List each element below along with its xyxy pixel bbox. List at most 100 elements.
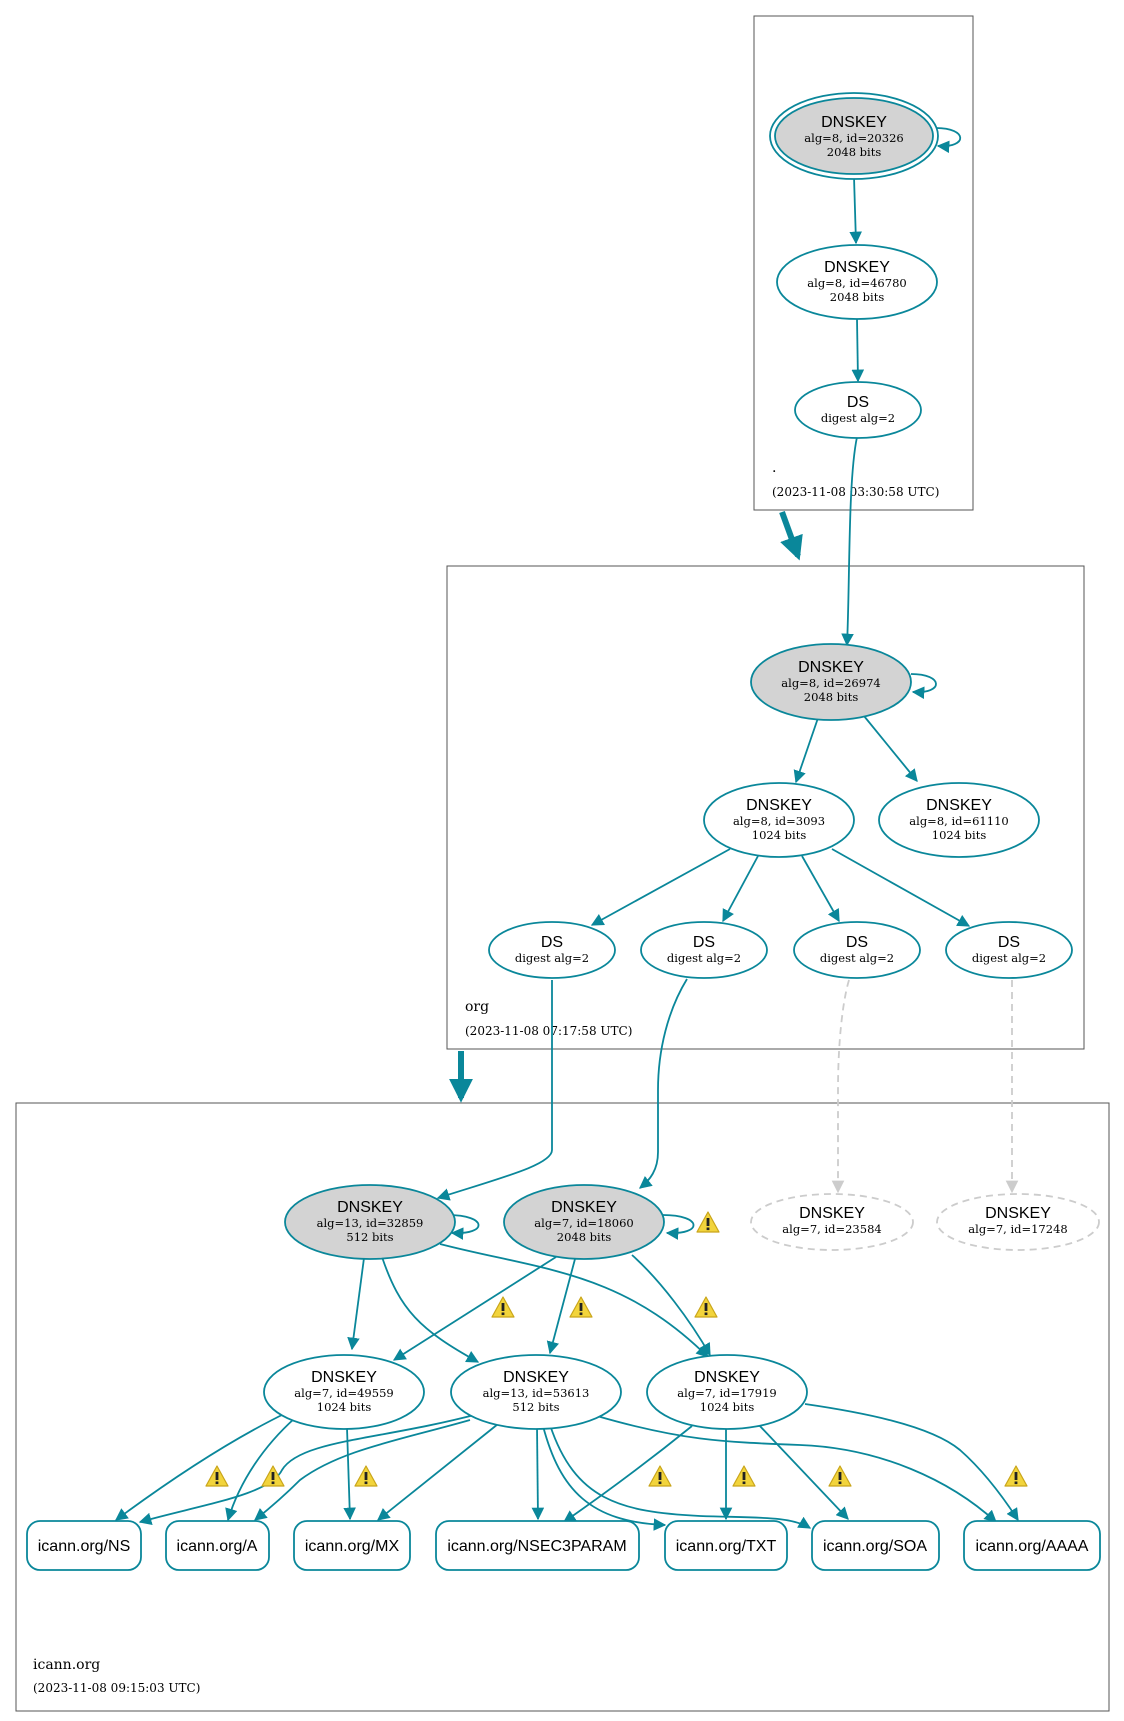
edge-ds3-missing1: [831, 979, 850, 1194]
node-org-ds-4[interactable]: DS digest alg=2: [945, 921, 1073, 979]
edge-root-ksk-zsk: [849, 176, 862, 245]
rrset-icann-mx-label: icann.org/MX: [305, 1538, 400, 1555]
node-root-ksk-bits: 2048 bits: [827, 145, 882, 159]
node-icann-zsk-17919-bits: 1024 bits: [700, 1400, 755, 1414]
edge-ds1-ic-ksk13: [436, 980, 553, 1201]
rrset-icann-nsec3param[interactable]: icann.org/NSEC3PARAM: [435, 1520, 640, 1571]
node-root-ds-shape: [794, 381, 922, 439]
edge-ksk13-zsk17919: [439, 1243, 709, 1358]
node-org-zsk-61110-bits: 1024 bits: [932, 828, 987, 842]
node-root-ds[interactable]: DS digest alg=2: [794, 381, 922, 439]
node-org-ds-2-title: DS: [693, 934, 715, 951]
node-org-ds-1[interactable]: DS digest alg=2: [488, 921, 616, 979]
edge-zsk17919-aaaa: [804, 1403, 1019, 1522]
node-org-ds-1-title: DS: [541, 934, 563, 951]
node-root-ksk-shape: [774, 97, 934, 175]
warning-icon[interactable]: [569, 1296, 593, 1318]
node-org-ds-1-shape: [488, 921, 616, 979]
node-icann-ksk-32859[interactable]: DNSKEY alg=13, id=32859 512 bits: [284, 1184, 456, 1260]
rrset-icann-soa[interactable]: icann.org/SOA: [811, 1520, 940, 1571]
node-org-ksk-title: DNSKEY: [798, 659, 864, 676]
warning-icon[interactable]: [648, 1465, 672, 1487]
zone-org: org (2023-11-08 07:17:58 UTC): [446, 565, 1085, 1050]
node-icann-zsk-53613-title: DNSKEY: [503, 1369, 569, 1386]
zone-org-box: [446, 565, 1085, 1050]
node-org-zsk-61110-alg: alg=8, id=61110: [909, 814, 1008, 828]
node-icann-ksk-18060-alg: alg=7, id=18060: [534, 1216, 633, 1230]
delegation-arrows: [449, 510, 803, 1103]
warning-icon[interactable]: [828, 1465, 852, 1487]
node-root-ksk-alg: alg=8, id=20326: [804, 131, 903, 145]
rrset-icann-aaaa[interactable]: icann.org/AAAA: [963, 1520, 1101, 1571]
node-root-ksk[interactable]: DNSKEY alg=8, id=20326 2048 bits: [769, 92, 939, 180]
rrset-icann-ns[interactable]: icann.org/NS: [26, 1520, 142, 1571]
zone-root-box: [753, 15, 974, 511]
node-root-zsk-shape: [776, 244, 938, 320]
node-org-ds-2[interactable]: DS digest alg=2: [640, 921, 768, 979]
node-icann-zsk-17919[interactable]: DNSKEY alg=7, id=17919 1024 bits: [646, 1354, 808, 1430]
edge-ksk7-zsk17919: [631, 1254, 711, 1357]
edge-zsk49559-mx: [343, 1427, 356, 1521]
warning-icon[interactable]: [732, 1465, 756, 1487]
node-org-zsk-61110-shape: [878, 782, 1040, 858]
zone-org-name: org: [465, 999, 489, 1015]
rrset-icann-a-box: [165, 1520, 270, 1571]
edge-zsk53613-nsec3param: [531, 1425, 545, 1521]
edge-org-zsk-ds2: [722, 855, 759, 923]
node-org-ds-4-digest: digest alg=2: [972, 951, 1046, 965]
node-org-ksk[interactable]: DNSKEY alg=8, id=26974 2048 bits: [750, 643, 912, 721]
edge-org-ksk-zsk2: [863, 715, 918, 782]
edge-root-zsk-ds: [851, 318, 865, 383]
node-root-ksk-title: DNSKEY: [821, 114, 887, 131]
node-root-ds-digest: digest alg=2: [821, 411, 895, 425]
node-icann-missing-23584-title: DNSKEY: [799, 1205, 865, 1222]
node-org-ds-3-digest: digest alg=2: [820, 951, 894, 965]
warning-icon[interactable]: [694, 1296, 718, 1318]
node-root-ds-title: DS: [847, 394, 869, 411]
node-root-zsk[interactable]: DNSKEY alg=8, id=46780 2048 bits: [776, 244, 938, 320]
rrset-icann-txt-box: [664, 1520, 788, 1571]
node-root-zsk-bits: 2048 bits: [830, 290, 885, 304]
edge-zsk49559-a: [225, 1417, 296, 1522]
warning-icon[interactable]: [205, 1465, 229, 1487]
node-org-zsk-61110-title: DNSKEY: [926, 797, 992, 814]
node-org-ds-4-title: DS: [998, 934, 1020, 951]
node-icann-missing-23584[interactable]: DNSKEY alg=7, id=23584: [750, 1193, 914, 1251]
node-icann-missing-17248-shape: [936, 1193, 1100, 1251]
edge-root-ksk-self: [935, 127, 962, 154]
node-org-ds-3[interactable]: DS digest alg=2: [793, 921, 921, 979]
node-org-zsk-3093[interactable]: DNSKEY alg=8, id=3093 1024 bits: [703, 782, 855, 858]
node-icann-zsk-49559[interactable]: DNSKEY alg=7, id=49559 1024 bits: [263, 1354, 425, 1430]
node-icann-zsk-49559-bits: 1024 bits: [317, 1400, 372, 1414]
edge-zsk53613-soa: [549, 1424, 812, 1529]
warning-icon[interactable]: [261, 1465, 285, 1487]
node-org-ds-2-shape: [640, 921, 768, 979]
node-icann-missing-17248[interactable]: DNSKEY alg=7, id=17248: [936, 1193, 1100, 1251]
edge-org-zsk-ds3: [801, 855, 840, 923]
warning-icon[interactable]: [491, 1296, 515, 1318]
rrset-icann-a-label: icann.org/A: [177, 1538, 258, 1555]
warning-icon[interactable]: [1004, 1465, 1028, 1487]
edge-zsk53613-ns: [138, 1413, 479, 1525]
node-org-zsk-3093-shape: [703, 782, 855, 858]
rrset-icann-mx[interactable]: icann.org/MX: [293, 1520, 411, 1571]
warning-icon[interactable]: [354, 1465, 378, 1487]
node-org-zsk-61110[interactable]: DNSKEY alg=8, id=61110 1024 bits: [878, 782, 1040, 858]
rrset-icann-aaaa-label: icann.org/AAAA: [976, 1538, 1089, 1555]
node-icann-ksk-18060-shape: [503, 1184, 665, 1260]
edge-root-ds-org-ksk: [841, 436, 858, 647]
edge-zsk53613-txt: [542, 1425, 667, 1531]
rrset-icann-aaaa-box: [963, 1520, 1101, 1571]
rrset-icann-a[interactable]: icann.org/A: [165, 1520, 270, 1571]
delegation-root-org: [779, 510, 803, 561]
node-icann-zsk-53613[interactable]: DNSKEY alg=13, id=53613 512 bits: [450, 1354, 622, 1430]
rrset-icann-txt[interactable]: icann.org/TXT: [664, 1520, 788, 1571]
node-org-ds-2-digest: digest alg=2: [667, 951, 741, 965]
warning-icon[interactable]: [696, 1211, 720, 1233]
node-icann-zsk-53613-bits: 512 bits: [512, 1400, 559, 1414]
node-org-ds-3-title: DS: [846, 934, 868, 951]
node-icann-ksk-18060[interactable]: DNSKEY alg=7, id=18060 2048 bits: [503, 1184, 665, 1260]
edge-ksk7-zsk49559: [392, 1256, 557, 1361]
edge-ic-ksk13-self: [447, 1214, 480, 1240]
node-icann-zsk-17919-shape: [646, 1354, 808, 1430]
